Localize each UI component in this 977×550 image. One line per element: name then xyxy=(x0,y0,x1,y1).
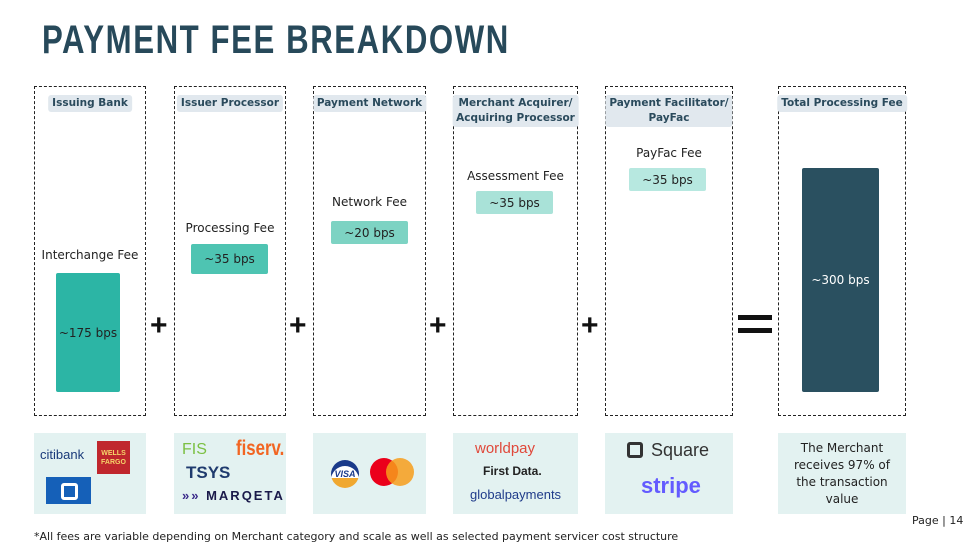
fee-label: Assessment Fee xyxy=(467,169,564,183)
mastercard-logo-circle xyxy=(386,458,414,486)
fee-label: Interchange Fee xyxy=(41,248,139,262)
column-payfac: Payment Facilitator/PayFac PayFac Fee ~3… xyxy=(605,86,733,416)
fee-label: Network Fee xyxy=(332,195,407,209)
logo-text: WELLS xyxy=(101,450,126,457)
plus-icon: + xyxy=(289,309,307,342)
page-number: Page | 14 xyxy=(912,514,964,527)
square-logo: Square xyxy=(651,440,710,460)
fee-bar: ~35 bps xyxy=(191,244,268,274)
fee-bar: ~175 bps xyxy=(56,273,120,392)
header-line: PayFac xyxy=(648,112,690,124)
bank-logos: citibank WELLS FARGO xyxy=(34,433,146,514)
marqeta-logo: »» MARQETA xyxy=(182,488,285,503)
fee-label: Processing Fee xyxy=(185,221,275,235)
logo-text: FARGO xyxy=(101,459,126,466)
processor-logos: FIS fiserv. TSYS »» MARQETA xyxy=(174,433,286,514)
column-header: Payment Facilitator/PayFac xyxy=(605,95,733,127)
fee-bar: ~20 bps xyxy=(331,221,408,244)
network-logos: VISA xyxy=(313,433,426,514)
fee-label: PayFac Fee xyxy=(636,146,702,160)
column-header: Issuer Processor xyxy=(176,95,284,112)
square-icon xyxy=(627,442,643,458)
marqeta-chevrons-icon: »» xyxy=(182,488,201,503)
payfac-logos: Square stripe xyxy=(605,433,733,514)
header-line: Acquiring Processor xyxy=(456,112,575,124)
merchant-note: The Merchant receives 97% of the transac… xyxy=(778,433,906,514)
column-total: Total Processing Fee ~300 bps xyxy=(777,86,907,416)
citibank-logo: citibank xyxy=(40,447,85,462)
plus-icon: + xyxy=(429,309,447,342)
worldpay-logo: worldpay xyxy=(475,440,536,457)
column-issuing-bank: Issuing Bank Interchange Fee ~175 bps xyxy=(34,86,146,416)
column-header: Total Processing Fee xyxy=(777,95,907,112)
logo-text: MARQETA xyxy=(206,488,285,503)
global-payments-logo: globalpayments xyxy=(470,487,562,502)
column-merchant-acquirer: Merchant Acquirer/Acquiring Processor As… xyxy=(452,86,579,416)
visa-logo: VISA xyxy=(331,460,359,488)
chase-logo xyxy=(46,477,91,504)
first-data-logo: First Data. xyxy=(483,464,542,478)
column-issuer-processor: Issuer Processor Processing Fee ~35 bps xyxy=(174,86,286,416)
column-header: Payment Network xyxy=(312,95,427,112)
plus-icon: + xyxy=(581,309,599,342)
plus-icon: + xyxy=(150,309,168,342)
tsys-logo: TSYS xyxy=(186,463,231,482)
fiserv-logo: fiserv. xyxy=(236,437,285,460)
chase-octagon-icon xyxy=(61,483,78,500)
column-payment-network: Payment Network Network Fee ~20 bps xyxy=(312,86,427,416)
column-header: Issuing Bank xyxy=(48,95,132,112)
column-header: Merchant Acquirer/Acquiring Processor xyxy=(452,95,579,127)
footnote: *All fees are variable depending on Merc… xyxy=(34,530,679,543)
equals-icon xyxy=(738,315,772,320)
wells-fargo-logo: WELLS FARGO xyxy=(97,441,130,474)
equals-icon xyxy=(738,328,772,333)
header-line: Payment Facilitator/ xyxy=(609,97,729,109)
header-line: Merchant Acquirer/ xyxy=(458,97,573,109)
fee-bar: ~35 bps xyxy=(476,191,553,214)
acquirer-logos: worldpay First Data. globalpayments xyxy=(453,433,578,514)
total-bar: ~300 bps xyxy=(802,168,879,392)
page-title: PAYMENT FEE BREAKDOWN xyxy=(42,18,510,62)
fis-logo: FIS xyxy=(182,441,207,458)
fee-bar: ~35 bps xyxy=(629,168,706,191)
stripe-logo: stripe xyxy=(641,473,701,498)
